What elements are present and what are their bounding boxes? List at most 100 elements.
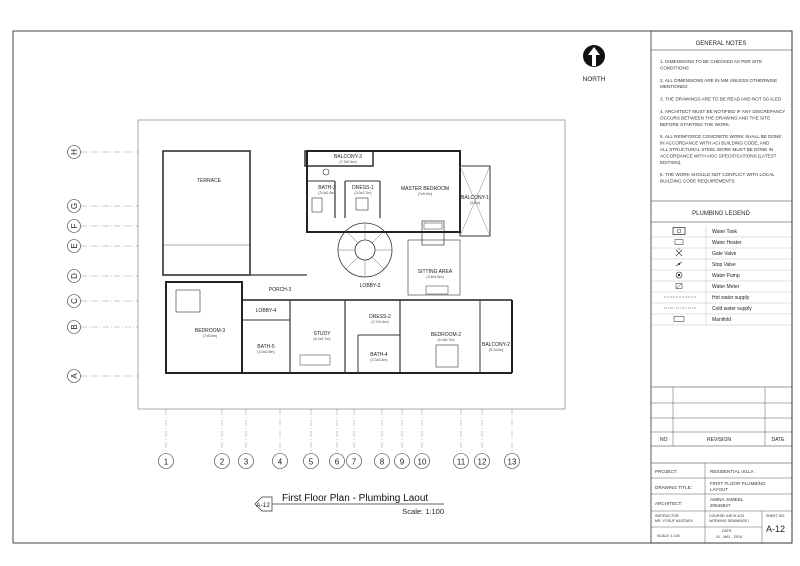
master-bedroom-size: (7x5.0m) <box>418 192 432 196</box>
grid-row-bubble <box>67 145 81 159</box>
bath5-size: (3.0x2.9m) <box>257 350 274 354</box>
drawing-title-label: DRAWING TITLE: <box>655 485 692 490</box>
lower-block <box>165 281 513 374</box>
drawing-title-block: A-12 First Floor Plan - Plumbing Laout S… <box>254 493 444 516</box>
balcony1-size: (3.6m) <box>470 201 480 205</box>
legend-label-heater: Water Heater <box>712 240 742 246</box>
north-arrow: NORTH <box>583 45 606 83</box>
general-note-line: 5. ALL REINFORCE CONCRETE WORK SHALL BE … <box>660 134 781 139</box>
legend-label-meter: Water Meter <box>712 284 740 290</box>
project-label: PROJECT: <box>655 469 677 474</box>
architect-name: AMINA JAMEEL <box>710 497 744 502</box>
heater-symbol-icon <box>674 239 684 245</box>
stop-symbol-icon <box>675 261 683 267</box>
architect-id: 20546827 <box>710 503 731 508</box>
meter-symbol-icon <box>675 283 683 289</box>
legend-label-hot-line: Hot water supply <box>712 295 750 301</box>
balcony1: BALCONY-1 (3.6m) <box>459 165 491 237</box>
grid-row-bubble <box>67 219 81 233</box>
lobby3-label: LOBBY-3 <box>360 283 381 289</box>
general-note-line: 6. THE WORK SHOULD NOT CONFLICT WITH LOC… <box>660 172 775 177</box>
general-note-line: ALL STRUCTURAL STEEL WORK MUST BE DONE I… <box>660 147 773 152</box>
pump-symbol-icon <box>675 271 683 279</box>
grid-row-label: F <box>70 223 79 228</box>
balcony1-label: BALCONY-1 <box>461 195 489 201</box>
sitting-area: SITTING AREA (3.6x3.5m) <box>407 239 461 296</box>
legend-label-manifold: Manifold <box>712 317 731 323</box>
grid-col-bubble <box>272 453 288 469</box>
grid-row-label: B <box>70 324 79 329</box>
grid-row-bubble <box>67 239 81 253</box>
staircase <box>337 222 393 278</box>
north-arrow-pointer-icon <box>588 47 600 66</box>
tank-symbol-icon <box>672 227 686 235</box>
grid-col-bubble <box>414 453 430 469</box>
general-note-line: 3. THE DRAWINGS ARE TO BE READ AND NOT S… <box>660 97 782 102</box>
grid-row-bubble <box>67 199 81 213</box>
drawing-title-value-1: FIRST FLOOR PLUMBING <box>710 481 766 486</box>
grid-col-label: 8 <box>380 458 385 467</box>
grid-col-label: 10 <box>418 458 427 467</box>
grid-col-bubble <box>504 453 520 469</box>
general-note-line: BEFORE STARTING THE WORK. <box>660 122 730 127</box>
grid-row-label: C <box>70 298 79 304</box>
grid-col-bubble <box>238 453 254 469</box>
general-note-line: OCCURS BETWEEN THE DRAWING AND THE SITE <box>660 115 770 120</box>
plan-frame <box>137 119 566 410</box>
general-notes-heading: GENERAL NOTES <box>696 41 747 47</box>
general-note-line: ACCORDANCE WITH AISC SPECIFICATIONS (LAT… <box>660 153 777 158</box>
general-note-line: MENTIONED <box>660 84 688 89</box>
manifold-symbol-icon <box>673 316 685 322</box>
terrace-label: TERRACE <box>197 178 222 184</box>
scale-text: SCALE: 1:100 <box>657 534 680 538</box>
instructor-label: INSTRUCTOR: <box>655 514 680 518</box>
study-label: STUDY <box>314 331 332 337</box>
revision-col-revision: REVISION <box>707 437 731 443</box>
bath4-label: BATH-4 <box>370 352 388 358</box>
porch3-label: PORCH-3 <box>269 287 292 293</box>
instructor-name: MR. YOSUF MUSTAFA <box>655 519 693 523</box>
grid-col-label: 9 <box>400 458 405 467</box>
grid-col-label: 3 <box>244 458 249 467</box>
project-value: RESIDENTIAL VILLA <box>710 469 755 474</box>
grid-col-label: 6 <box>335 458 340 467</box>
grid-col-bubble <box>329 453 345 469</box>
dress1-size: (3.0x2.7m) <box>354 191 371 195</box>
drawing-tag: A-12 <box>256 502 270 509</box>
grid-col-label: 1 <box>164 458 169 467</box>
general-note-line: 2. ALL DIMENSIONS ARE IN MM UNLESS OTHER… <box>660 78 777 83</box>
sitting-area-label: SITTING AREA <box>418 269 453 275</box>
legend-label-tank: Water Tank <box>712 229 738 235</box>
general-note-line: BUILDING CODE REQUIREMENTS <box>660 179 735 184</box>
balcony3-size: (7.2x0.4m) <box>339 160 356 164</box>
balcony2-size: (5.2x2m) <box>489 348 503 352</box>
bedroom3-label: BEDROOM-3 <box>195 328 226 334</box>
title-block: PROJECT: RESIDENTIAL VILLA DRAWING TITLE… <box>651 462 792 543</box>
study-size: (5.2x4.7m) <box>313 337 330 341</box>
grid-col-bubble <box>394 453 410 469</box>
grid-col-bubble <box>374 453 390 469</box>
drawing-scale-text: Scale: 1:100 <box>402 507 444 516</box>
master-suite: BALCONY-3 (7.2x0.4m) BATH-3 (3.0x2.0m) D… <box>304 150 461 246</box>
bedroom2-size: (5.0x5.7m) <box>437 338 454 342</box>
bath5-label: BATH-5 <box>257 344 275 350</box>
gate-symbol-icon <box>675 248 683 257</box>
general-note-line: CONDITIONS <box>660 65 689 70</box>
grid-col-bubble <box>346 453 362 469</box>
date-label: DATE: <box>722 529 732 533</box>
balcony3-label: BALCONY-3 <box>334 154 362 160</box>
grid-col-bubble <box>214 453 230 469</box>
bath4-size: (2.3x3.4m) <box>370 358 387 362</box>
bedroom2-label: BEDROOM-2 <box>431 332 462 338</box>
grid-col-label: 13 <box>508 458 517 467</box>
bath3-size: (3.0x2.0m) <box>318 191 335 195</box>
legend-label-gate: Gate Valve <box>712 251 737 257</box>
sheet-no-value: A-12 <box>766 524 785 534</box>
grid-col-bubble <box>158 453 174 469</box>
grid-row-bubble <box>67 320 81 334</box>
drawing-title-value-2: LAYOUT <box>710 487 728 492</box>
general-note-line: 1. DIMENSIONS TO BE CHECKED AS PER SITE <box>660 59 762 64</box>
